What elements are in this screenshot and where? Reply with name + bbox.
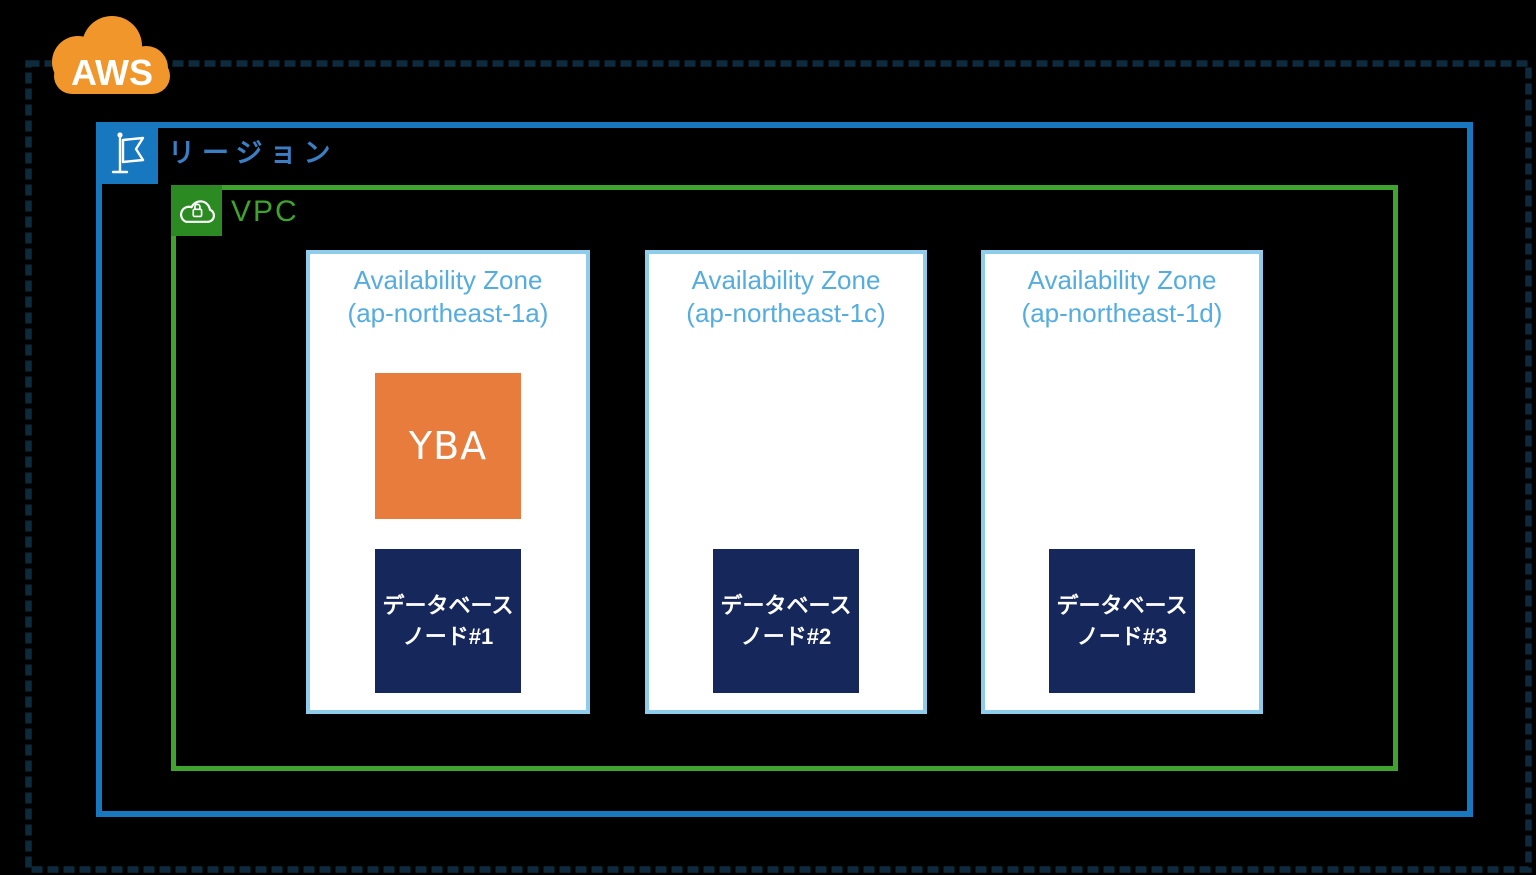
availability-zone-1d: Availability Zone (ap-northeast-1d) データベ… [981,250,1263,714]
database-node-1-label-line2: ノード#1 [402,624,494,649]
database-node-1: データベース ノード#1 [375,549,521,693]
vpc-cloud-lock-icon [171,185,222,236]
az-1d-title-line1: Availability Zone [1027,265,1217,295]
aws-cloud-label: AWS [71,52,153,93]
az-1a-title-line1: Availability Zone [353,265,543,295]
region-flag-icon [96,122,158,184]
az-1a-title-line2: (ap-northeast-1a) [347,298,549,328]
az-1c-title-line1: Availability Zone [691,265,881,295]
database-node-2-label-line2: ノード#2 [740,624,832,649]
region-label: リージョン [168,138,338,168]
az-1c-title: Availability Zone (ap-northeast-1c) [649,264,923,330]
yba-node-label: YBA [408,424,488,468]
database-node-3-label-line1: データベース [1056,593,1188,618]
yba-node: YBA [375,373,521,519]
az-1a-title: Availability Zone (ap-northeast-1a) [310,264,586,330]
az-1c-title-line2: (ap-northeast-1c) [686,298,886,328]
region-container [96,122,1473,817]
database-node-2: データベース ノード#2 [713,549,859,693]
database-node-3: データベース ノード#3 [1049,549,1195,693]
database-node-3-label-line2: ノード#3 [1076,624,1168,649]
availability-zone-1c: Availability Zone (ap-northeast-1c) データベ… [645,250,927,714]
availability-zone-1a: Availability Zone (ap-northeast-1a) YBA … [306,250,590,714]
database-node-1-label-line1: データベース [382,593,514,618]
aws-cloud-icon: AWS [52,16,170,94]
vpc-label: VPC [231,195,299,228]
vpc-container [171,185,1398,771]
database-node-2-label-line1: データベース [720,593,852,618]
az-1d-title: Availability Zone (ap-northeast-1d) [985,264,1259,330]
az-1d-title-line2: (ap-northeast-1d) [1021,298,1223,328]
